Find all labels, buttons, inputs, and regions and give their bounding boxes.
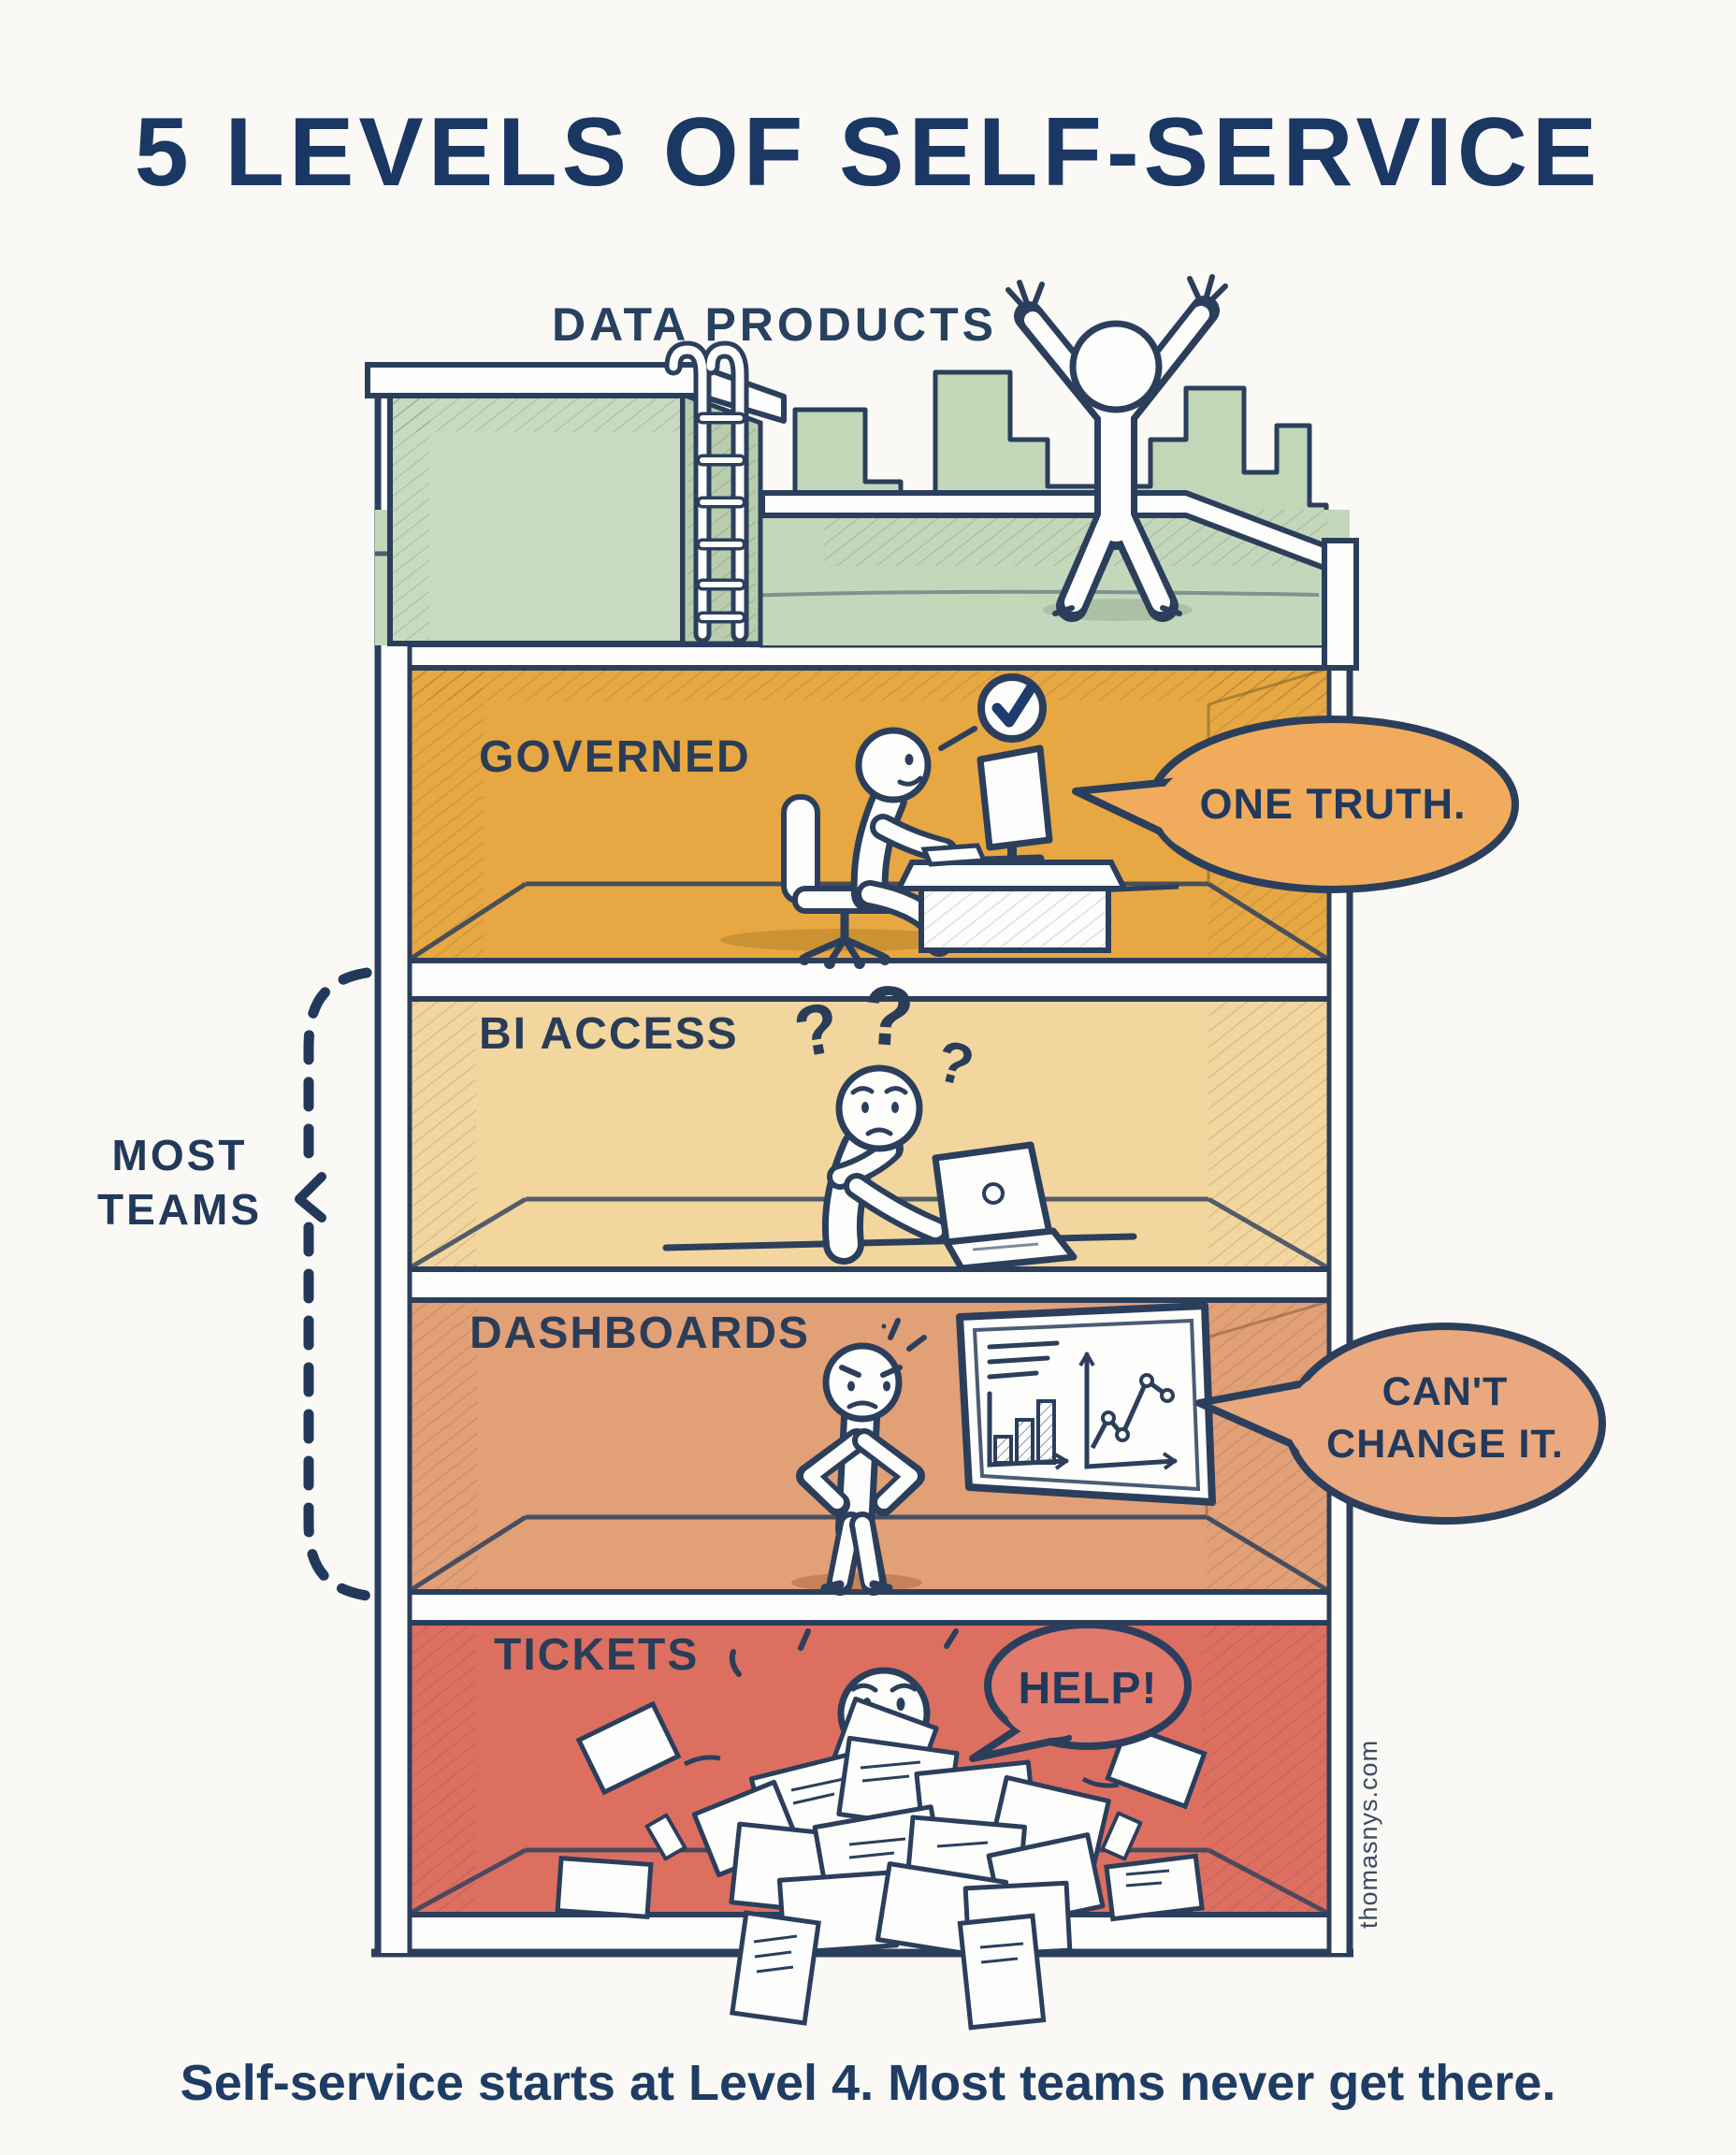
watermark: thomasnys.com <box>1354 1739 1382 1929</box>
speech-bubble-cant-change-it <box>1195 1323 1606 1525</box>
dashboards-scene <box>791 1302 1216 1596</box>
floor-bi-access <box>409 1001 1329 1270</box>
rooftop-scene <box>365 274 1359 671</box>
bi-access-scene <box>662 1064 1137 1272</box>
bottom-caption: Self-service starts at Level 4. Most tea… <box>180 2055 1556 2111</box>
level-label-dashboards: DASHBOARDS <box>470 1309 811 1358</box>
spilled-papers <box>730 1910 1047 2031</box>
speech-bubble-one-truth <box>1072 716 1519 893</box>
tickets-scene <box>555 1628 1208 2031</box>
most-teams-bracket <box>295 967 372 1601</box>
level-label-data-products: DATA PRODUCTS <box>551 298 998 351</box>
desk <box>894 843 1129 953</box>
bubble-text-help: HELP! <box>1018 1664 1158 1714</box>
bubble-line-2: CHANGE IT. <box>1326 1422 1564 1467</box>
checkmark-icon <box>938 673 1047 751</box>
question-mark-icon: ? <box>859 968 918 1065</box>
level-label-tickets: TICKETS <box>494 1630 700 1680</box>
bi-person <box>821 1128 950 1265</box>
level-label-governed: GOVERNED <box>479 732 751 782</box>
ladder <box>664 340 749 644</box>
flying-papers <box>555 1700 1208 1922</box>
celebrating-figure <box>1005 274 1228 622</box>
speech-bubble-help <box>969 1621 1192 1762</box>
bubble-line-1: CAN'T <box>1382 1369 1509 1414</box>
dashboard-panel <box>956 1302 1216 1506</box>
annotation-line-1: MOST <box>111 1131 248 1179</box>
laptop <box>932 1141 1078 1272</box>
governed-scene <box>720 673 1179 969</box>
monitor <box>976 745 1053 865</box>
roof-railing <box>760 490 1359 671</box>
most-teams-annotation: MOST TEAMS <box>58 1128 301 1237</box>
annotation-line-2: TEAMS <box>97 1185 262 1234</box>
bubble-text-one-truth: ONE TRUTH. <box>1199 780 1467 828</box>
paper-pile <box>644 1696 1143 1960</box>
level-label-bi-access: BI ACCESS <box>479 1009 739 1059</box>
bar-chart-glyph <box>987 1391 1069 1470</box>
dashboard-person <box>796 1398 925 1596</box>
page-title: 5 LEVELS OF SELF-SERVICE <box>134 98 1602 207</box>
line-chart-glyph <box>1078 1352 1178 1470</box>
bubble-text-cant-change-it: CAN'T CHANGE IT. <box>1305 1366 1585 1470</box>
